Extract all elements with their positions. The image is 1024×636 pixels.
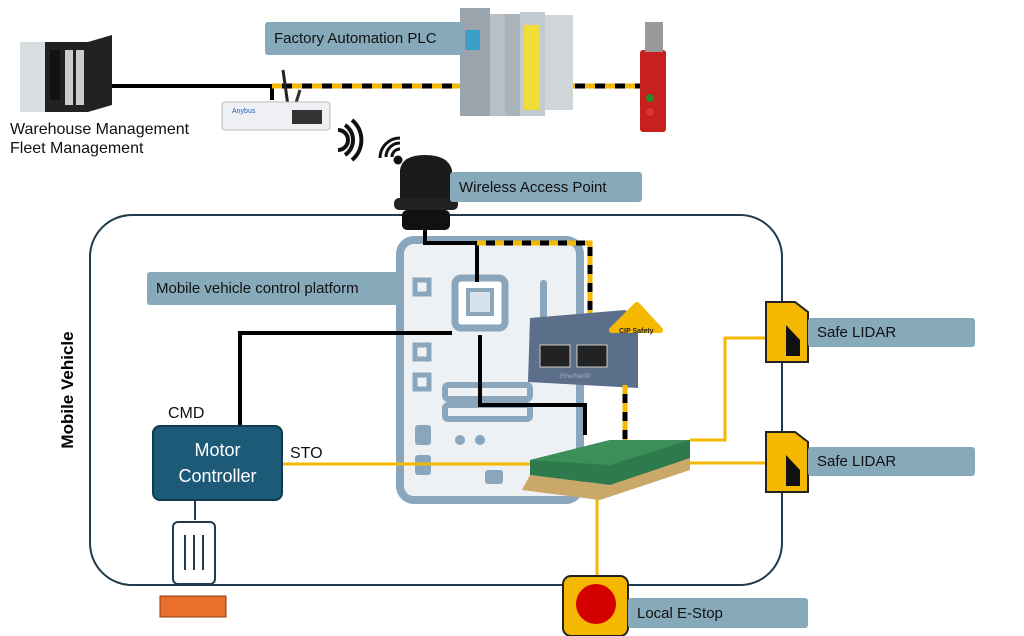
safety-switch-icon [640,22,666,132]
cip-safety-badge: CIP Safety [609,302,663,335]
server-label-line1: Warehouse Management [10,121,190,138]
estop-label: Local E-Stop [628,598,808,628]
lidar-label-1: Safe LIDAR [808,318,975,347]
lidar-label-2: Safe LIDAR [808,447,975,476]
motor-controller: Motor Controller [152,425,283,501]
control-platform-label: Mobile vehicle control platform [147,272,399,305]
wifi-signal-icon [378,136,403,165]
sto-label: STO [290,445,323,462]
server-icon [20,35,112,112]
svg-text:CIP Safety: CIP Safety [619,328,654,335]
e-stop-icon [562,575,629,636]
svg-text:EtherNet/IP: EtherNet/IP [560,374,591,380]
server-label-line2: Fleet Management [10,140,144,157]
svg-text:Anybus: Anybus [232,108,256,115]
gateway-icon: Anybus [221,69,331,131]
access-point-icon [394,155,458,230]
safe-lidar-icon [765,301,809,363]
safe-lidar-icon [765,431,809,493]
motor-controller-line1: Motor [194,440,241,460]
mobile-vehicle-label: Mobile Vehicle [58,331,77,449]
control-platform-board [396,236,584,504]
wifi-signal-icon [337,118,364,162]
cmd-label: CMD [168,405,205,422]
access-point-label: Wireless Access Point [450,172,642,202]
motor-icon [159,500,227,618]
server-label: Warehouse Management Fleet Management [10,120,189,158]
plc-label: Factory Automation PLC [265,22,463,55]
cmd-line [238,331,452,425]
safety-controller-board [522,440,690,500]
motor-controller-line2: Controller [178,466,257,486]
plc-icon [460,8,573,116]
